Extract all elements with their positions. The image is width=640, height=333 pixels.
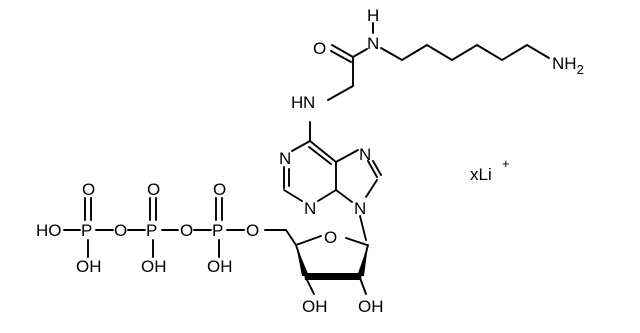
c2-n3-bond bbox=[283, 189, 303, 202]
purine-n1-label: N bbox=[279, 149, 291, 168]
phosphate-labels: P O OH O P O OH O P O OH HO bbox=[36, 180, 233, 276]
n7-c8-inner-bond bbox=[372, 160, 382, 176]
c1prime-o4prime-bond bbox=[345, 237, 368, 246]
ring-oxygen-label: O bbox=[324, 228, 337, 247]
ribose-bonds bbox=[264, 229, 369, 295]
purine-n3-label: N bbox=[304, 199, 316, 218]
beta-hydroxyl-label: OH bbox=[141, 257, 167, 276]
phosphate-bonds bbox=[63, 197, 245, 258]
side-chain-bonds bbox=[327, 22, 550, 101]
o5prime-label: O bbox=[246, 221, 259, 240]
carbonyl-bond-a bbox=[331, 44, 354, 58]
ribose-labels: O O OH OH bbox=[246, 221, 384, 316]
amide-h-label: H bbox=[367, 6, 379, 25]
bridge-oxygen-ab-label: O bbox=[180, 221, 193, 240]
c8-n9-bond bbox=[365, 179, 378, 198]
c3prime-oh-bond bbox=[305, 277, 315, 295]
bridge-oxygen-bg-label: O bbox=[114, 221, 127, 240]
beta-phosphorus-label: P bbox=[146, 221, 157, 240]
terminal-amine-text: NH bbox=[552, 54, 577, 73]
purine-labels: H N N N N N bbox=[279, 93, 371, 218]
gamma-oxo-label: O bbox=[82, 180, 95, 199]
hexyl-chain bbox=[380, 43, 550, 62]
amide-o-label: O bbox=[313, 39, 326, 58]
carbonyl-bond-b bbox=[330, 50, 352, 63]
gamma-ho-label: HO bbox=[36, 221, 62, 240]
alpha-phosphorus-label: P bbox=[212, 221, 223, 240]
amine-n-label: N bbox=[303, 93, 315, 112]
c4prime-c5prime-bond bbox=[285, 229, 297, 246]
gamma-phosphorus-label: P bbox=[81, 221, 92, 240]
o3prime-hydroxyl-label: OH bbox=[302, 297, 328, 316]
alpha-hydroxyl-label: OH bbox=[207, 257, 233, 276]
terminal-amine-subscript: 2 bbox=[577, 62, 584, 77]
purine-n9-label: N bbox=[354, 199, 366, 218]
n3-c4-bond bbox=[317, 189, 337, 202]
purine-n7-label: N bbox=[359, 145, 371, 164]
ribose-bold-edge bbox=[304, 273, 362, 280]
amine-h-label: H bbox=[291, 93, 303, 112]
n7-c8-bond bbox=[367, 160, 378, 178]
lithium-counterion-label: xLi bbox=[470, 165, 492, 184]
n9-c1prime-bond bbox=[359, 215, 367, 241]
terminal-amine-label: NH2 bbox=[552, 54, 584, 77]
c5-n7-bond bbox=[335, 149, 359, 163]
o4prime-c4prime-bond bbox=[295, 235, 322, 246]
side-chain-labels: H N O NH2 bbox=[313, 6, 584, 77]
c1prime-wedge bbox=[357, 245, 368, 276]
c6-n1-bond bbox=[291, 140, 311, 152]
counterion: xLi + bbox=[470, 156, 510, 184]
c4prime-wedge bbox=[296, 245, 309, 276]
alpha-oxo-label: O bbox=[213, 180, 226, 199]
lithium-charge-label: + bbox=[502, 156, 510, 171]
amide-cn-bond bbox=[352, 48, 368, 58]
amide-n-label: N bbox=[367, 34, 379, 53]
gamma-hydroxyl-label: OH bbox=[76, 257, 102, 276]
ch2-nh-bond bbox=[327, 85, 354, 101]
c5-c6-inner-bond bbox=[308, 146, 332, 165]
c5-c6-bond bbox=[309, 140, 337, 163]
purine-bonds bbox=[283, 121, 382, 241]
beta-oxo-label: O bbox=[147, 180, 160, 199]
c2prime-oh-bond bbox=[359, 277, 367, 295]
o2prime-hydroxyl-label: OH bbox=[358, 297, 384, 316]
n9-c4-bond bbox=[335, 189, 353, 203]
